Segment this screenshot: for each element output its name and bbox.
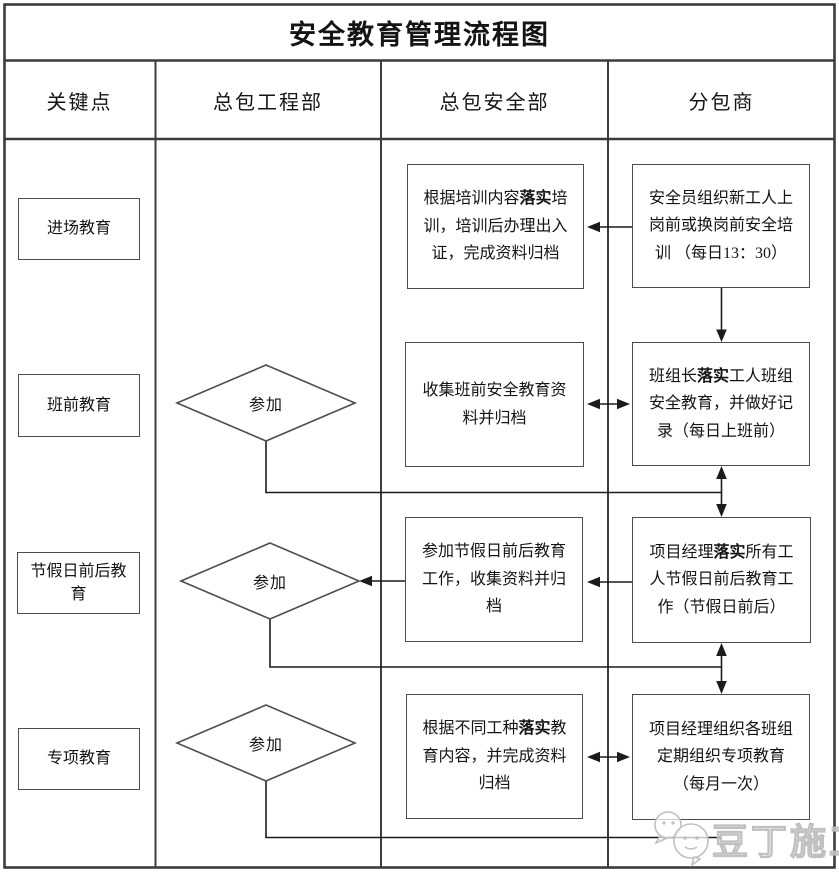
key-box-entry-education: 进场教育 [18, 198, 140, 260]
key-box-preshift-education: 班前教育 [18, 374, 140, 437]
arrow-safety2-sub2-double [587, 398, 630, 410]
process-box-sub-row2: 班组长落实工人班组安全教育，并做好记录（每日上班前） [632, 342, 810, 466]
watermark-text: 豆丁施工 [712, 822, 839, 862]
arrow-sub2-sub3-double [716, 466, 727, 517]
key-box-holiday-education: 节假日前后教育 [17, 552, 140, 614]
process-box-safety-row4: 根据不同工种落实教育内容，并完成资料归档 [406, 694, 583, 819]
process-box-sub-row4: 项目经理组织各班组定期组织专项教育（每月一次） [632, 694, 810, 820]
process-box-safety-row3: 参加节假日前后教育工作，收集资料并归档 [405, 517, 583, 642]
arrow-safety4-sub4-double [587, 751, 630, 763]
arrow-sub1-to-safety1 [587, 221, 632, 233]
process-box-safety-row2: 收集班前安全教育资料并归档 [405, 342, 584, 467]
process-box-safety-row1: 根据培训内容落实培训，培训后办理出入证，完成资料归档 [407, 164, 584, 289]
page-title: 安全教育管理流程图 [289, 19, 550, 50]
diamond-label-participate-row2: 参加 [248, 397, 283, 414]
column-header-gc-engineering-dept: 总包工程部 [213, 91, 323, 114]
arrow-sub3-sub4-double [716, 643, 727, 694]
arrow-sub3-to-safety3 [587, 576, 632, 588]
process-box-sub-row3: 项目经理落实所有工人节假日前后教育工作（节假日前后） [632, 517, 811, 643]
key-box-special-education: 专项教育 [18, 728, 140, 790]
process-box-sub-row1: 安全员组织新工人上岗前或换岗前安全培训 （每日13：30） [632, 164, 810, 288]
column-header-gc-safety-dept: 总包安全部 [439, 91, 550, 114]
column-header-subcontractor: 分包商 [688, 91, 755, 114]
column-header-key-points: 关键点 [46, 91, 113, 114]
diamond-label-participate-row4: 参加 [248, 737, 283, 754]
arrow-sub1-to-sub2 [716, 288, 727, 342]
diamond-label-participate-row3: 参加 [252, 575, 287, 592]
arrow-safety3-to-diamond3 [359, 575, 405, 587]
